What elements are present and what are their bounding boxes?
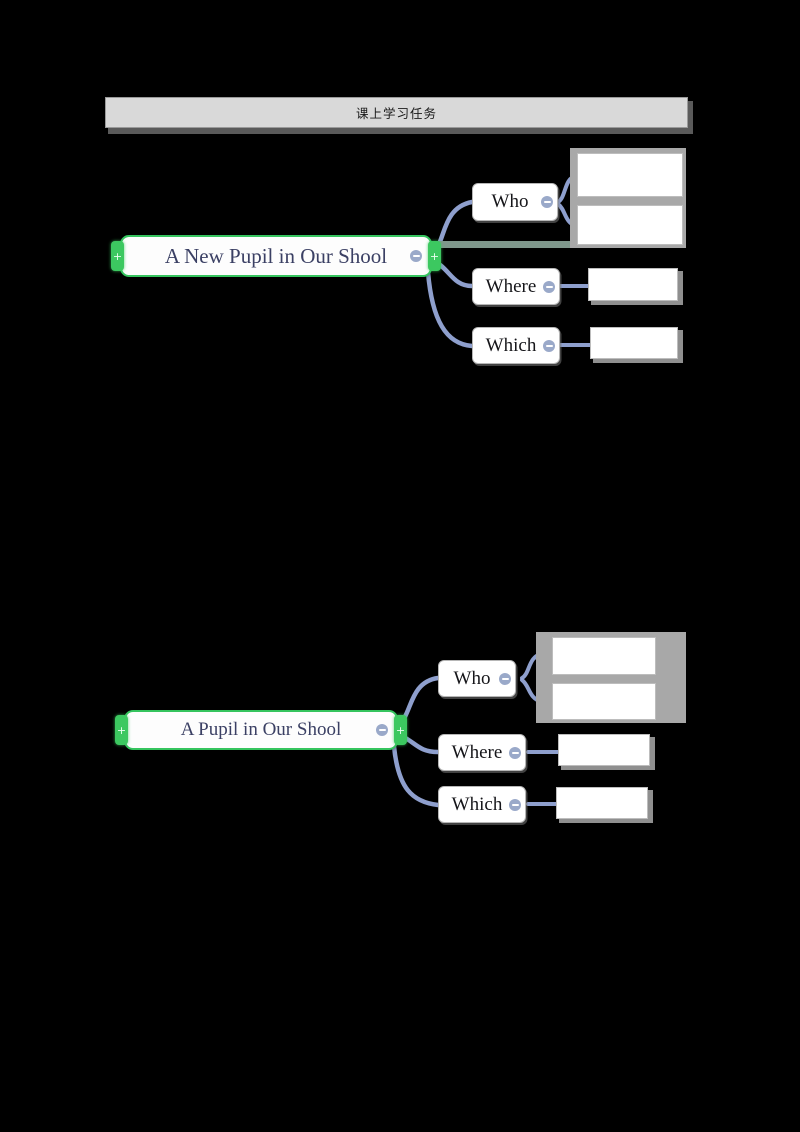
- expand-tab-right[interactable]: +: [428, 241, 441, 271]
- branch-node-where-label: Where: [451, 741, 503, 763]
- root-node-top[interactable]: A New Pupil in Our Shool + +: [111, 235, 441, 277]
- banner-title: 课上学习任务: [355, 106, 437, 121]
- minus-circle-icon[interactable]: [509, 798, 521, 811]
- minus-circle-icon[interactable]: [499, 672, 511, 685]
- expand-tab-right-label: +: [429, 249, 440, 263]
- root-node-bottom[interactable]: A Pupil in Our Shool + +: [115, 710, 407, 750]
- answer-box-which-1[interactable]: [590, 327, 678, 359]
- mindmap-top: A New Pupil in Our Shool + + Who Where W…: [0, 0, 800, 400]
- banner-box: 课上学习任务: [105, 97, 688, 128]
- minus-circle-icon[interactable]: [376, 724, 388, 736]
- answer-box-which-1[interactable]: [556, 787, 648, 819]
- root-node-label: A New Pupil in Our Shool: [164, 243, 388, 268]
- mindmap-bottom: A Pupil in Our Shool + + Who Where Which: [0, 600, 800, 900]
- expand-tab-left-label: +: [112, 249, 123, 263]
- expand-tab-right[interactable]: +: [394, 715, 407, 745]
- branch-node-where[interactable]: Where: [438, 734, 526, 771]
- branch-node-who[interactable]: Who: [438, 660, 516, 697]
- branch-node-which-label: Which: [485, 334, 537, 356]
- branch-node-where-label: Where: [485, 275, 537, 297]
- answer-box-who-1[interactable]: [577, 153, 683, 197]
- expand-tab-left[interactable]: +: [115, 715, 128, 745]
- expand-tab-left[interactable]: +: [111, 241, 124, 271]
- branch-node-who[interactable]: Who: [472, 183, 558, 221]
- answer-box-who-2[interactable]: [552, 683, 656, 720]
- branch-node-which[interactable]: Which: [472, 327, 560, 364]
- minus-circle-icon[interactable]: [543, 339, 555, 352]
- header-banner: 课上学习任务: [105, 97, 693, 134]
- expand-tab-left-label: +: [116, 723, 127, 737]
- expand-tab-right-label: +: [395, 723, 406, 737]
- branch-node-where[interactable]: Where: [472, 268, 560, 305]
- answer-box-where-1[interactable]: [588, 268, 678, 301]
- minus-circle-icon[interactable]: [543, 280, 555, 293]
- branch-node-who-label: Who: [491, 191, 529, 212]
- minus-circle-icon[interactable]: [509, 746, 521, 759]
- branch-node-which[interactable]: Which: [438, 786, 526, 823]
- sage-divider-bar: [431, 241, 576, 248]
- answer-box-where-1[interactable]: [558, 734, 650, 766]
- branch-node-which-label: Which: [451, 793, 503, 815]
- answer-box-who-1[interactable]: [552, 637, 656, 675]
- minus-circle-icon[interactable]: [410, 250, 422, 262]
- root-node-label: A Pupil in Our Shool: [180, 719, 342, 740]
- minus-circle-icon[interactable]: [541, 196, 553, 208]
- answer-box-who-2[interactable]: [577, 205, 683, 245]
- branch-node-who-label: Who: [453, 667, 491, 689]
